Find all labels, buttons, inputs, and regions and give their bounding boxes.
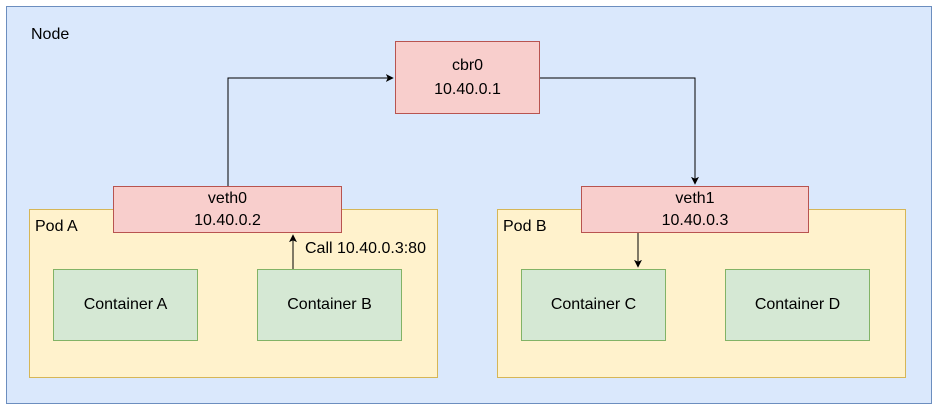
- veth1-name: veth1: [675, 189, 715, 207]
- edge-veth0-to-cbr0: [227, 74, 394, 186]
- veth0-name: veth0: [207, 189, 248, 207]
- cbr0-bridge: cbr0 10.40.0.1: [395, 41, 540, 114]
- container-c: Container C: [521, 269, 666, 341]
- pod-b-label: Pod B: [503, 218, 547, 235]
- veth1-ip: 10.40.0.3: [661, 211, 729, 229]
- edge-cbr0-to-veth1: [540, 77, 699, 185]
- veth0-ip: 10.40.0.2: [194, 211, 261, 229]
- pod-a-label: Pod A: [35, 218, 78, 235]
- container-b-label: Container B: [287, 296, 372, 313]
- container-c-label: Container C: [550, 296, 637, 313]
- container-b: Container B: [257, 269, 402, 341]
- container-a-label: Container A: [83, 296, 168, 313]
- veth1-interface: veth1 10.40.0.3: [581, 186, 809, 233]
- container-d: Container D: [725, 269, 870, 341]
- cbr0-ip: 10.40.0.1: [434, 80, 501, 98]
- veth0-interface: veth0 10.40.0.2: [113, 186, 342, 233]
- container-a: Container A: [53, 269, 198, 341]
- container-d-label: Container D: [754, 296, 841, 313]
- cbr0-name: cbr0: [451, 56, 484, 74]
- node-label: Node: [31, 26, 70, 43]
- call-label: Call 10.40.0.3:80: [305, 240, 426, 257]
